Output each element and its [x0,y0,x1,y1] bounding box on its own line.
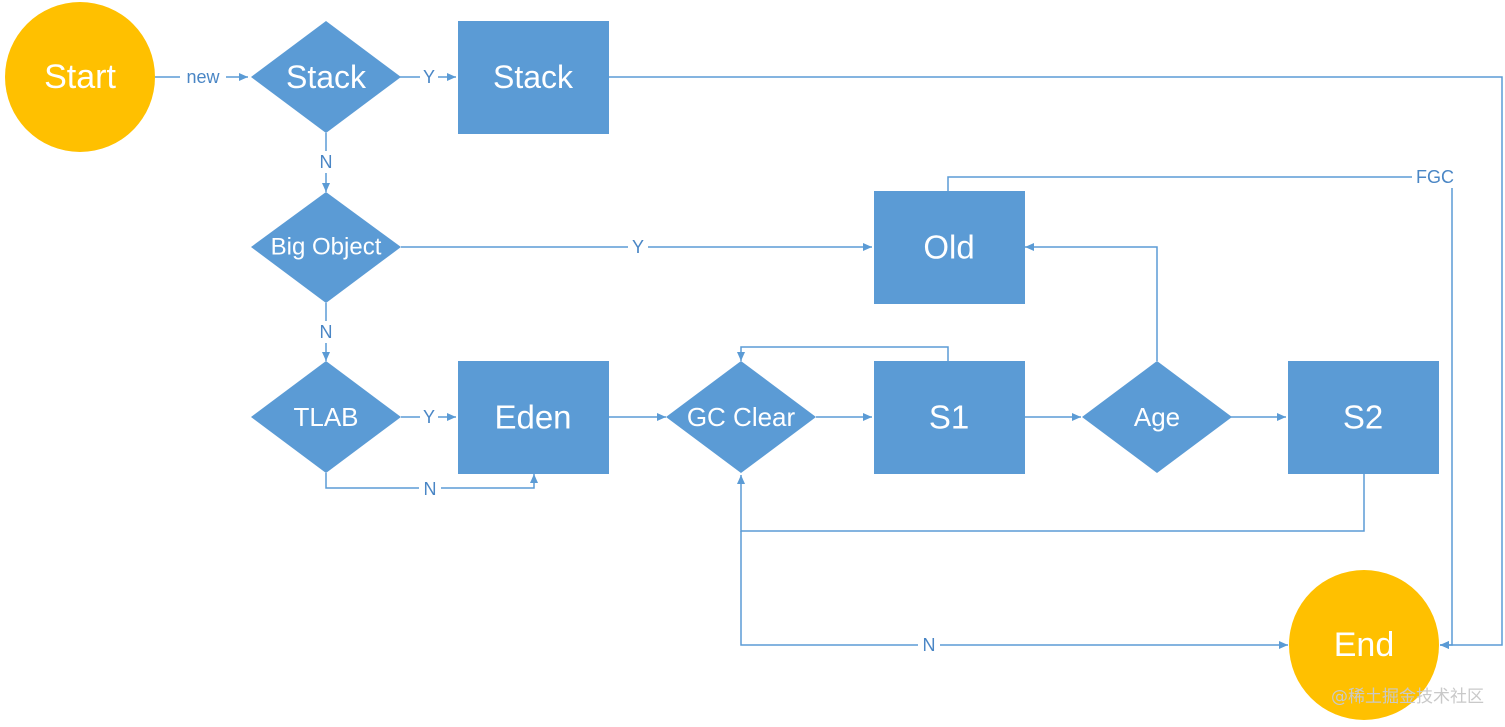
label-new: new [186,67,220,87]
stack-box-label: Stack [493,59,574,95]
edge-gc-no-to-end [740,531,1288,649]
edge-labels: new Y N Y N Y N N FGC [180,66,1458,656]
edge-age-to-old [1025,243,1158,361]
edge-s1-back-to-gc [737,346,949,361]
label-stack-yes: Y [423,67,435,87]
old-label: Old [923,229,974,266]
edge-s2-back-to-gc [737,474,1365,532]
big-object-label: Big Object [271,234,382,261]
s1-node: S1 [874,361,1025,474]
nodes: Start Stack Stack Big Object TLAB Eden G… [5,2,1439,720]
tlab-label: TLAB [293,402,358,432]
age-label: Age [1134,402,1180,432]
label-big-object-no: N [320,322,333,342]
s2-node: S2 [1288,361,1439,474]
s2-label: S2 [1343,399,1383,436]
big-object-decision-node: Big Object [251,192,401,303]
stack-decision-label: Stack [286,59,367,95]
age-decision-node: Age [1082,361,1232,473]
label-gc-no: N [923,635,936,655]
s1-label: S1 [929,399,969,436]
start-node: Start [5,2,155,152]
eden-label: Eden [494,399,571,436]
end-node: End [1289,570,1439,720]
stack-decision-node: Stack [251,21,401,133]
watermark-text: @稀土掘金技术社区 [1331,687,1484,707]
label-big-object-yes: Y [632,237,644,257]
stack-box-node: Stack [458,21,609,134]
old-node: Old [874,191,1025,304]
gc-clear-decision-node: GC Clear [666,361,816,473]
label-fgc: FGC [1416,167,1454,187]
label-tlab-yes: Y [423,407,435,427]
start-node-label: Start [44,58,116,96]
end-node-label: End [1334,626,1395,664]
tlab-decision-node: TLAB [251,361,401,473]
label-stack-no: N [320,152,333,172]
edge-stack-box-to-end [609,76,1503,649]
label-tlab-no: N [424,479,437,499]
eden-node: Eden [458,361,609,474]
gc-clear-label: GC Clear [687,402,796,432]
